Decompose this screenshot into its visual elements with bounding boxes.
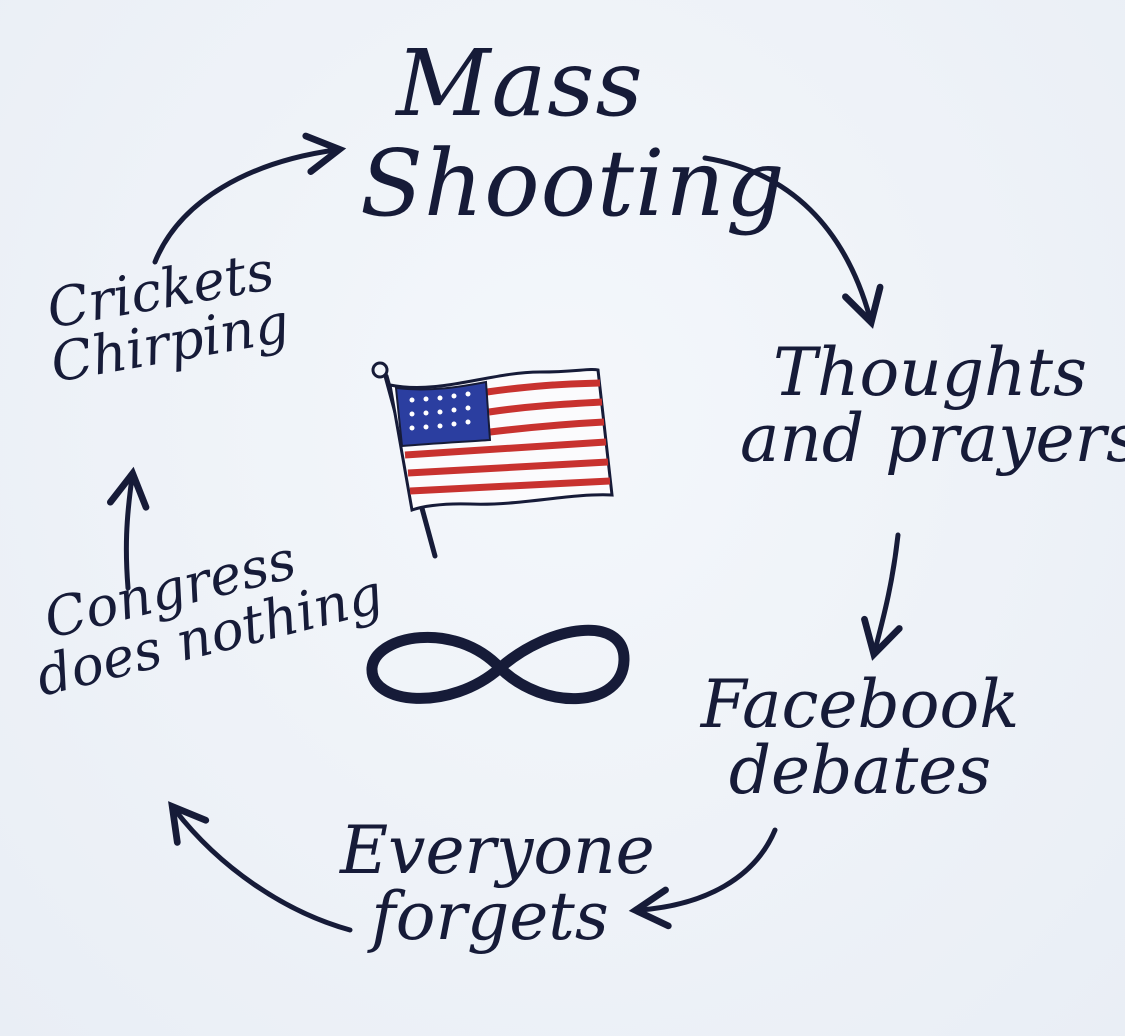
infinity-icon	[366, 624, 630, 704]
arrow-everyone-to-congress	[168, 801, 353, 933]
stage-everyone-forgets: Everyone forgets	[340, 812, 655, 955]
stage-label: Everyone	[340, 812, 655, 889]
arrow-mass-to-thoughts	[702, 155, 884, 329]
stage-label: debates	[728, 732, 992, 809]
stage-mass-shooting: Mass Shooting	[360, 30, 786, 237]
arrow-congress-to-crickets	[106, 466, 150, 591]
arrow-crickets-to-mass	[152, 132, 347, 265]
flag-icon	[371, 361, 614, 559]
stage-label: Facebook	[700, 666, 1020, 743]
stage-thoughts-and-prayers: Thoughts and prayers	[740, 334, 1125, 477]
stage-label: forgets	[371, 878, 609, 955]
arrow-thoughts-to-facebook	[861, 532, 903, 661]
arrow-facebook-to-everyone	[628, 827, 778, 930]
stage-label: Shooting	[360, 130, 786, 237]
stage-label: Mass	[396, 30, 644, 137]
stage-facebook-debates: Facebook debates	[700, 672, 1020, 804]
stage-label: Thoughts	[773, 334, 1087, 411]
stage-label: and prayers	[740, 400, 1125, 477]
